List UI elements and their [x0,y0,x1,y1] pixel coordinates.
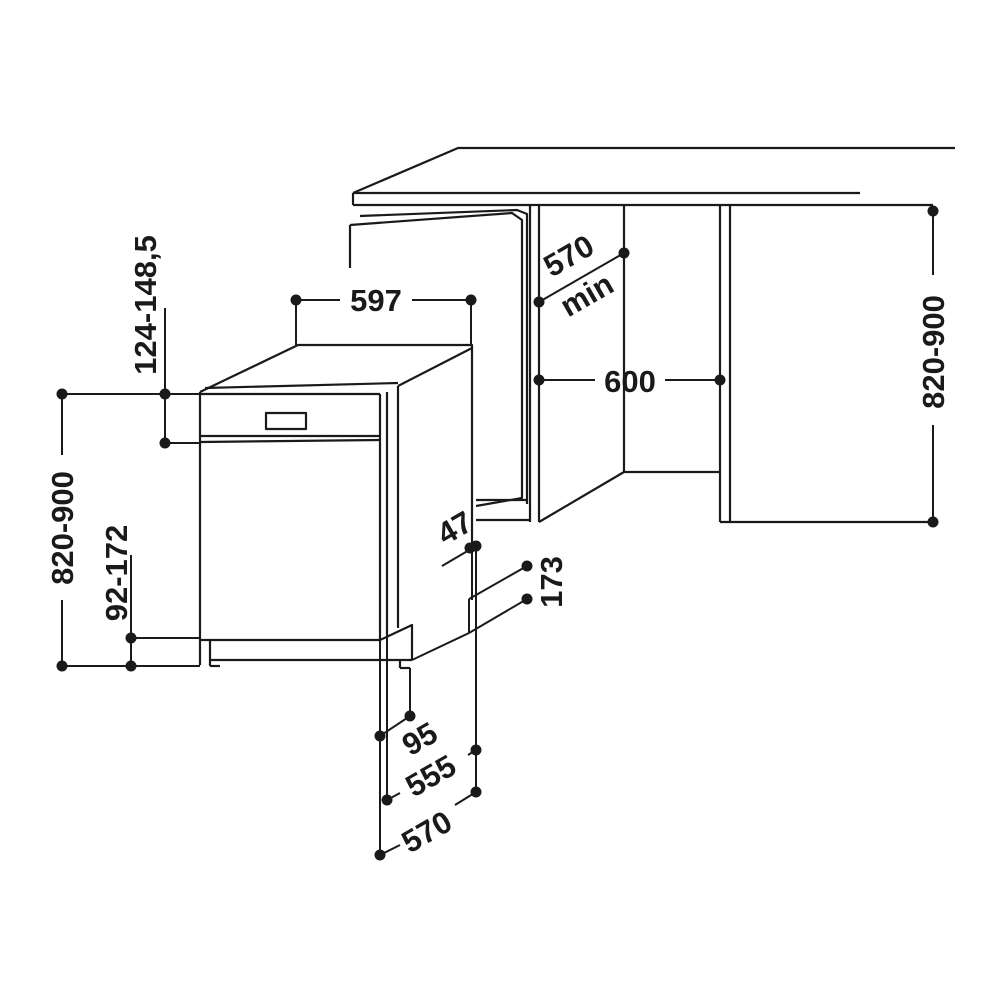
right-cabinet [718,205,933,524]
label-cabinet-height: 820-900 [916,295,951,409]
label-depth-570: 570 [396,804,458,860]
dishwasher [198,343,474,670]
label-offset-173: 173 [534,556,569,608]
label-panel-height: 124-148,5 [128,235,163,375]
left-cabinet-panel [348,208,530,522]
label-plinth-height: 92-172 [99,525,134,622]
dimension-endpoints [56,205,939,861]
dimension-lines [61,211,934,856]
countertop [351,146,955,207]
label-appliance-height: 820-900 [45,471,80,585]
label-cabinet-width: 600 [604,364,656,399]
label-appliance-width: 597 [350,283,402,318]
